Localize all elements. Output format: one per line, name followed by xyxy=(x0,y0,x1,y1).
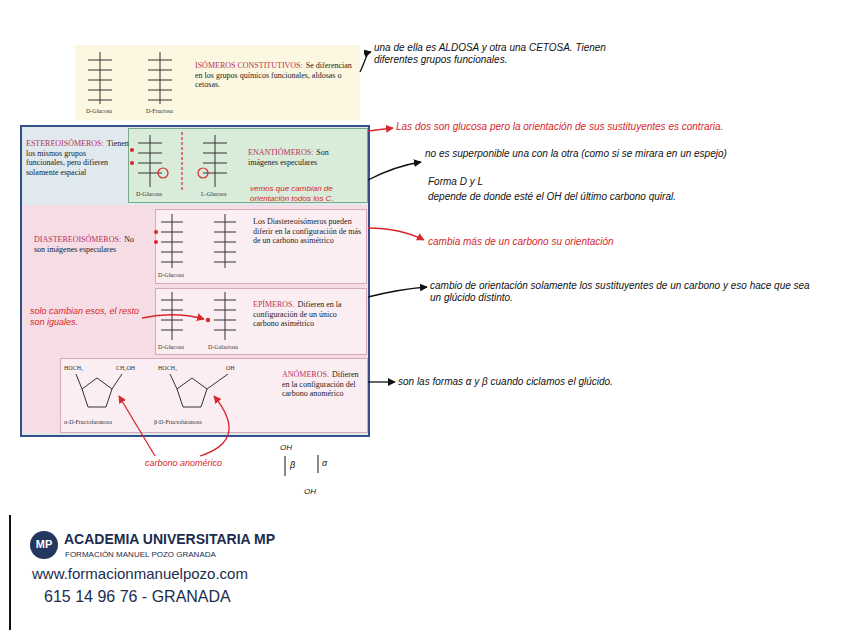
node-text: EPÍMEROS.Difieren en la configuración de… xyxy=(253,300,363,329)
diastereo-box: Los Diastereoisómeros pueden diferir en … xyxy=(155,209,367,284)
bond-sketch xyxy=(285,455,318,476)
handwritten-note: una de ella es ALDOSA y otra una CETOSA.… xyxy=(374,42,629,66)
leader-arrow xyxy=(368,381,395,382)
sugar-name: β-D-Fructofuranosa xyxy=(154,419,202,426)
handwritten-note: vemos que cambian de orientación todos l… xyxy=(250,184,368,203)
box-heading: DIASTEREOISÓMEROS: xyxy=(34,235,121,244)
handwritten-note: OH xyxy=(304,487,316,497)
footer-text: 615 14 96 76 - GRANADA xyxy=(44,587,231,606)
sugar-name: OH xyxy=(226,365,235,372)
red-dot xyxy=(154,240,158,244)
red-dot xyxy=(206,318,210,322)
node-text: ANÓMEROS.Difieren en la configuración de… xyxy=(282,370,364,399)
epimer-box: EPÍMEROS.Difieren en la configuración de… xyxy=(155,288,367,355)
handwritten-note: α xyxy=(322,458,327,469)
red-dot xyxy=(154,230,158,234)
fischer-projection xyxy=(214,292,236,340)
leader-arrow xyxy=(368,287,427,297)
stereo-panel: ESTEREOISÓMEROS:Tienen los mismos grupos… xyxy=(20,125,370,437)
highlight-circle xyxy=(198,168,208,178)
handwritten-note: no es superponible una con la otra (como… xyxy=(425,148,745,160)
fischer-projection xyxy=(138,135,162,187)
sugar-name: D-Glucosa xyxy=(136,191,162,198)
handwritten-note: cambia más de un carbono su orientación xyxy=(428,236,614,248)
leader-arrow xyxy=(119,396,155,456)
highlight-circle xyxy=(158,168,168,178)
handwritten-note: OH xyxy=(280,443,292,453)
handwritten-note: carbono anomérico xyxy=(145,458,222,469)
box-heading: ANÓMEROS. xyxy=(282,370,329,379)
handwritten-note: β xyxy=(290,460,295,471)
node-text: DIASTEREOISÓMEROS:No son imágenes especu… xyxy=(34,235,139,254)
sugar-name: L-Glucosa xyxy=(201,191,226,198)
sugar-name: D-Glucosa xyxy=(86,108,112,115)
leader-arrow xyxy=(360,52,371,72)
footer-rule xyxy=(9,515,11,630)
leader-arrow xyxy=(200,396,229,456)
leader-arrow xyxy=(142,315,204,319)
handwritten-note: Las dos son glucosa pero la orientación … xyxy=(396,121,723,133)
fischer-projection xyxy=(161,214,183,268)
sugar-name: D-Glucosa xyxy=(158,344,184,351)
furanose-ring xyxy=(82,378,112,407)
fischer-projection xyxy=(161,292,183,340)
sugar-name: CH₂OH xyxy=(116,365,135,372)
node-text: ISÓMEROS CONSTITUTIVOS:Se diferencian en… xyxy=(195,61,355,90)
box-heading: ESTEREOISÓMEROS: xyxy=(26,139,104,148)
handwritten-note: cambio de orientación solamente los sust… xyxy=(430,280,815,304)
sugar-name: D-Galactosa xyxy=(208,344,238,351)
handwritten-note: son las formas α y β cuando ciclamos el … xyxy=(398,376,688,388)
logo-mark xyxy=(30,531,58,559)
node-text: ESTEREOISÓMEROS:Tienen los mismos grupos… xyxy=(26,139,126,177)
mirror-line xyxy=(181,132,182,190)
ring-bond xyxy=(76,374,228,389)
sugar-name: D-Fructosa xyxy=(146,108,173,115)
sugar-name: α-D-Fructofuranosa xyxy=(64,419,112,426)
furanose-ring xyxy=(177,378,207,407)
handwritten-note: solo cambian esos, el resto son iguales. xyxy=(30,306,140,328)
footer-text: MP xyxy=(34,538,54,551)
leader-arrow xyxy=(368,128,393,131)
fischer-projection xyxy=(203,135,227,187)
handwritten-note: depende de donde esté el OH del último c… xyxy=(428,191,676,203)
isomer-panel: ISÓMEROS CONSTITUTIVOS:Se diferencian en… xyxy=(75,45,360,120)
sugar-name: HOCH₂ xyxy=(64,365,83,372)
footer-text: FORMACIÓN MANUEL POZO GRANADA xyxy=(65,550,216,560)
leader-arrow xyxy=(368,162,421,180)
sugar-name: HOCH₂ xyxy=(158,365,177,372)
fischer-projection xyxy=(88,52,112,104)
box-heading: ISÓMEROS CONSTITUTIVOS: xyxy=(195,61,303,70)
red-dot xyxy=(130,161,134,165)
footer-text: ACADEMIA UNIVERSITARIA MP xyxy=(64,531,275,548)
handwritten-note: Forma D y L xyxy=(428,176,483,188)
leader-arrow xyxy=(368,228,424,240)
box-heading: EPÍMEROS. xyxy=(253,300,295,309)
sugar-name: D-Glucosa xyxy=(158,272,184,279)
fischer-projection xyxy=(148,52,172,104)
box-body: Los Diastereoisómeros pueden diferir en … xyxy=(253,217,361,245)
node-text: ENANTIÓMEROS:Son imágenes especulares xyxy=(248,148,360,167)
node-text: Los Diastereoisómeros pueden diferir en … xyxy=(253,217,363,246)
fischer-projection xyxy=(214,214,236,268)
footer-text: www.formacionmanuelpozo.com xyxy=(32,565,248,583)
red-dot xyxy=(130,148,134,152)
box-heading: ENANTIÓMEROS: xyxy=(248,148,313,157)
